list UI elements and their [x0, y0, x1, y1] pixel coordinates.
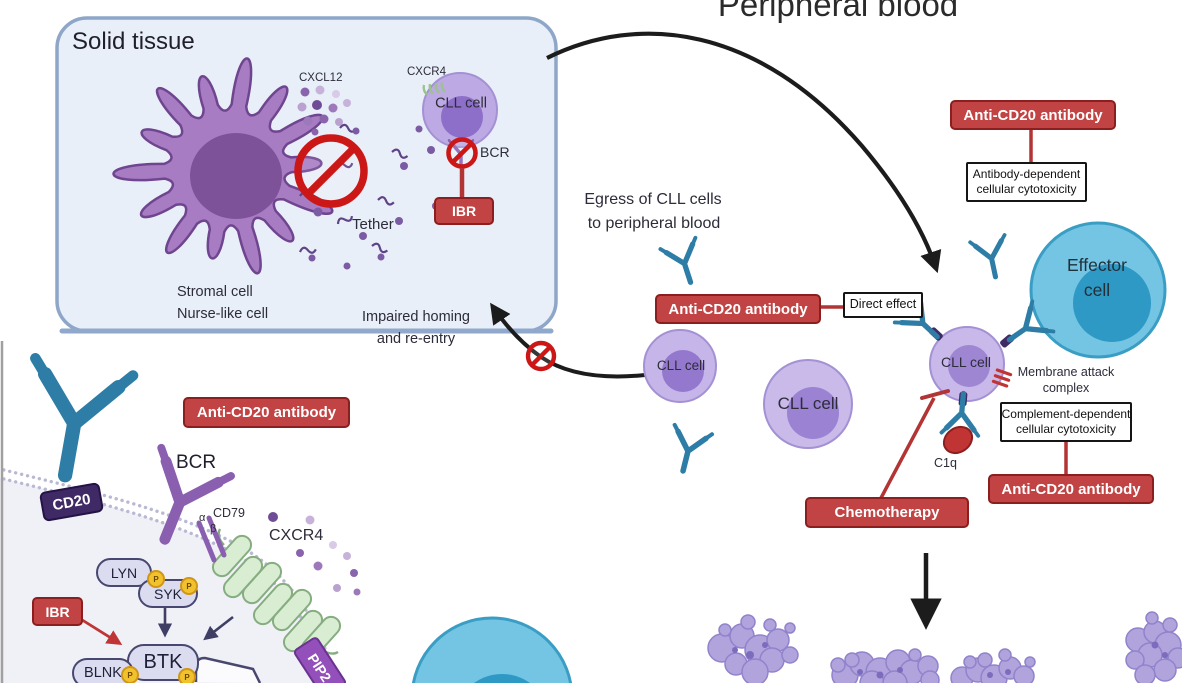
cxcr4-label-small: CXCR4	[407, 66, 446, 78]
c1q-molecule	[942, 425, 974, 455]
bcr-label-pathway: BCR	[176, 452, 217, 473]
blue-cell-bottom	[411, 616, 573, 683]
cll-cell-targeted	[929, 326, 1005, 402]
cll-cell-large	[763, 359, 853, 449]
membrane-attack-complex-icon	[991, 368, 1013, 388]
effector-cell-line1: Effector	[1067, 254, 1127, 275]
phospho-p-blnk: P	[121, 666, 139, 683]
phospho-p-syk: P	[180, 577, 198, 595]
stromal-cell-nucleus	[190, 133, 282, 219]
cll-cell-label-egress: CLL cell	[656, 358, 706, 374]
egress-line1: Egress of CLL cells	[584, 191, 722, 208]
effector-cell	[1029, 221, 1167, 359]
cxcl12-label: CXCL12	[299, 72, 343, 84]
stromal-cell-label: Stromal cell	[177, 284, 253, 300]
reentry-prohibition-icon	[528, 343, 554, 369]
cll-cell-tissue	[422, 72, 498, 148]
direct-effect-box: Direct effect	[843, 292, 923, 318]
adcc-line2: cellular cytotoxicity	[976, 182, 1077, 196]
debris-cluster	[950, 648, 1036, 683]
impaired-homing-line1: Impaired homing	[362, 309, 470, 325]
anti-cd20-box-bottomright: Anti-CD20 antibody	[988, 474, 1154, 504]
phospho-p-lyn: P	[147, 570, 165, 588]
nurse-like-cell-label: Nurse-like cell	[177, 306, 269, 322]
antibody-icon	[664, 425, 712, 476]
cll-cell-label-targeted: CLL cell	[940, 353, 992, 370]
cd79-alpha-label: α	[199, 512, 206, 524]
stromal-cell	[112, 57, 334, 275]
anti-cd20-box-bottomleft: Anti-CD20 antibody	[183, 397, 350, 428]
chemotherapy-box: Chemotherapy	[805, 497, 969, 528]
bcr-prohibition-icon	[449, 140, 476, 167]
ibr-box-tissue: IBR	[434, 197, 494, 225]
cxcr4-receptor-small-icon	[422, 81, 446, 96]
cd79-chains	[196, 515, 227, 563]
cll-cell-egress	[643, 329, 717, 403]
debris-cluster	[707, 614, 799, 683]
adcc-line1: Antibody-dependent	[972, 167, 1081, 181]
debris-dots	[732, 641, 1168, 679]
egress-arrow	[546, 31, 942, 274]
ibr-btk-arrow	[78, 616, 123, 646]
cxcl12-molecules	[297, 85, 351, 136]
antibody-icon	[660, 238, 708, 288]
c1q-label: C1q	[934, 456, 957, 470]
impaired-homing-line2: and re-entry	[376, 331, 456, 347]
tether-label: Tether	[352, 216, 394, 233]
cxcr4-btk-arrow	[203, 615, 234, 641]
cd79-label: CD79	[213, 506, 245, 520]
anti-cd20-box-mid: Anti-CD20 antibody	[655, 294, 821, 324]
cdc-line1: Complement-dependent	[1001, 407, 1131, 421]
antibody-icon	[970, 235, 1013, 281]
cxcr4-receptor	[211, 528, 342, 659]
mac-line2: complex	[1042, 381, 1090, 395]
cxcr4-label-pathway: CXCR4	[269, 527, 324, 544]
page-title: Peripheral blood	[717, 0, 959, 23]
anti-cd20-box-top: Anti-CD20 antibody	[950, 100, 1116, 130]
cd79-beta-label: β	[210, 523, 217, 535]
phospho-p-btk: P	[178, 668, 196, 683]
ibr-box-pathway: IBR	[32, 597, 83, 626]
cll-cell-label-large: CLL cell	[777, 394, 839, 414]
cxcl12-dots-pathway	[268, 512, 361, 596]
tether-prohibition-icon	[294, 134, 368, 208]
egress-line2: to peripheral blood	[587, 215, 721, 232]
debris-cluster	[830, 648, 940, 683]
adcc-box: Antibody-dependent cellular cytotoxicity	[966, 162, 1087, 202]
bcr-label-tissue: BCR	[480, 144, 510, 160]
anti-cd20-antibody-icon-large	[16, 358, 133, 484]
cdc-box: Complement-dependent cellular cytotoxici…	[1000, 402, 1132, 442]
cdc-line2: cellular cytotoxicity	[1015, 422, 1117, 436]
red-connectors	[818, 127, 1068, 499]
mac-line1: Membrane attack	[1017, 365, 1115, 379]
solid-tissue-label: Solid tissue	[72, 28, 195, 55]
effector-cell-line2: cell	[1083, 279, 1111, 300]
cll-cell-label-tissue: CLL cell	[435, 95, 487, 112]
